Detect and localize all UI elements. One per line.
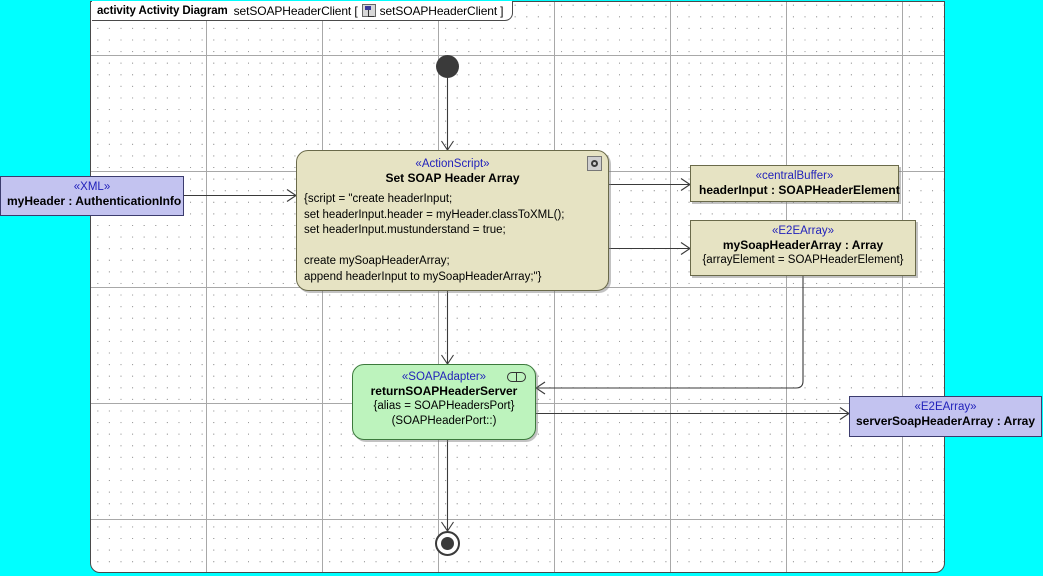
action-script-body: {script = "create headerInput; set heade… [297,186,608,285]
diagram-frame-title: activity Activity Diagram setSOAPHeaderC… [92,1,514,21]
frame-bracket-close: ] [500,3,504,18]
node-title: myHeader : AuthenticationInfo [7,194,182,208]
node-title: mySoapHeaderArray : Array [722,238,884,252]
node-property: {arrayElement = SOAPHeaderElement} [702,254,904,266]
initial-node[interactable] [436,55,459,78]
node-title: returnSOAPHeaderServer [370,384,518,398]
stereotype-label: «XML» [73,181,111,193]
frame-name: setSOAPHeaderClient [ [233,3,358,18]
node-property-port: (SOAPHeaderPort::) [391,415,497,427]
node-title: serverSoapHeaderArray : Array [856,414,1035,428]
script-line: append headerInput to mySoapHeaderArray;… [304,270,542,283]
activity-final-node[interactable] [435,531,460,556]
script-icon[interactable] [587,156,602,171]
soap-adapter-node-returnsoapheaderserver[interactable]: «SOAPAdapter» returnSOAPHeaderServer {al… [352,364,536,440]
frame-qualified-name: setSOAPHeaderClient [379,3,498,18]
stereotype-label: «ActionScript» [415,158,490,170]
script-line: {script = "create headerInput; [304,193,453,205]
object-node-serversoapheaderarray[interactable]: «E2EArray» serverSoapHeaderArray : Array [849,396,1042,437]
central-buffer-node-headerinput[interactable]: «centralBuffer» headerInput : SOAPHeader… [690,165,900,202]
script-line: set headerInput.mustunderstand = true; [304,224,506,236]
object-node-myheader[interactable]: «XML» myHeader : AuthenticationInfo [0,176,184,216]
stereotype-label: «E2EArray» [771,225,834,237]
array-node-mysoapheaderarray[interactable]: «E2EArray» mySoapHeaderArray : Array {ar… [690,220,916,276]
node-property-alias: {alias = SOAPHeadersPort} [373,400,515,412]
script-line: set headerInput.header = myHeader.classT… [304,208,565,221]
stereotype-label: «E2EArray» [914,401,977,413]
script-line: create mySoapHeaderArray; [304,255,450,267]
stereotype-label: «centralBuffer» [755,170,834,182]
activity-diagram-icon [361,4,376,17]
node-title: headerInput : SOAPHeaderElement [699,183,900,197]
action-node-set-soap-header-array[interactable]: «ActionScript» Set SOAP Header Array {sc… [296,150,609,291]
node-title: Set SOAP Header Array [385,171,520,185]
script-line [304,239,608,255]
frame-keyword: activity Activity Diagram [97,4,228,17]
port-icon[interactable] [507,372,526,382]
